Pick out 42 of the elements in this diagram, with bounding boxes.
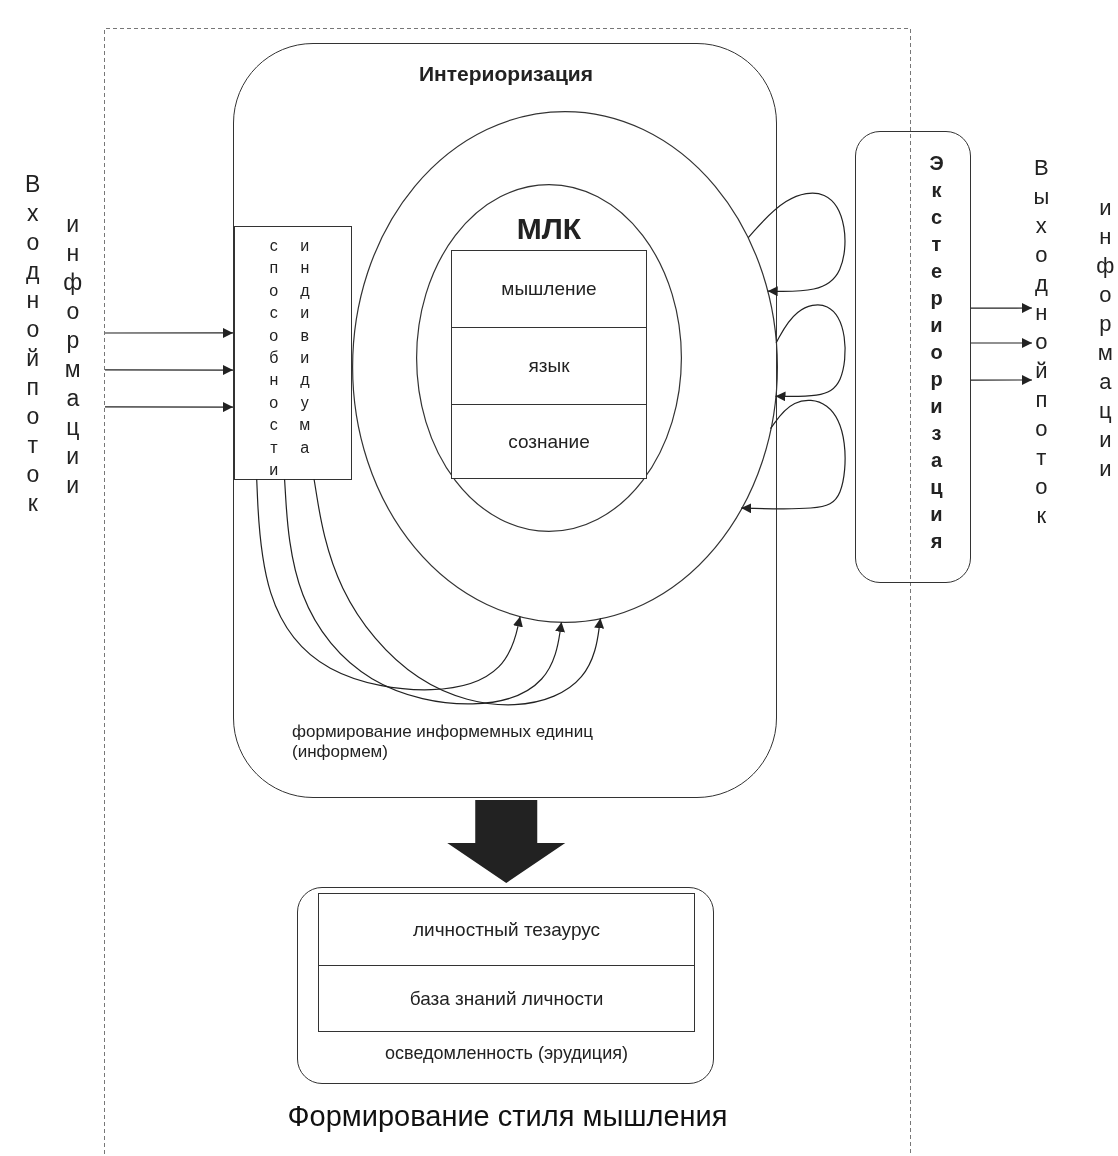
heading: Интериоризация [418,62,594,86]
table-row [451,404,647,479]
vertical-label: Входной поток [24,170,42,518]
arrow [970,338,1033,348]
vertical-label: Выходной поток [1032,154,1051,530]
arrow [747,192,846,297]
row-label: мышление [501,278,597,300]
rounded-panel [297,887,714,1084]
row-label: сознание [508,430,590,453]
vertical-label: способности [268,236,280,481]
table-row [318,893,695,966]
row-label: язык [528,355,570,377]
block-arrow [447,800,566,883]
vertical-label: информации [1096,194,1115,483]
arrow [774,304,846,402]
arrow [740,399,846,514]
arrow [256,478,523,691]
title: Формирование стиля мышления [286,1100,729,1133]
node-label: формирование информемных единиц (информем) [292,722,594,762]
arrow [970,375,1033,385]
arrow [104,365,234,376]
arrow [104,402,234,413]
table-row [451,327,647,405]
arrow [970,303,1033,314]
arrow [104,327,234,338]
table-row [318,965,695,1032]
row-label: база знаний личности [409,987,604,1010]
process-box [234,226,352,480]
table-row [451,250,647,328]
dashed-frame [104,28,911,1156]
arrow [313,478,605,706]
rounded-panel [233,43,777,798]
vertical-label: индивидума [298,236,312,458]
heading: МЛК [515,212,583,246]
ellipse [352,111,778,623]
rounded-panel [855,131,971,583]
node-label: осведомленность (эрудиция) [384,1043,629,1064]
ellipse [416,184,682,532]
row-label: личностный тезаурус [413,918,600,941]
vertical-label: информации [63,210,83,500]
vertical-label: Экстериоризация [928,151,945,554]
arrow [283,478,565,705]
